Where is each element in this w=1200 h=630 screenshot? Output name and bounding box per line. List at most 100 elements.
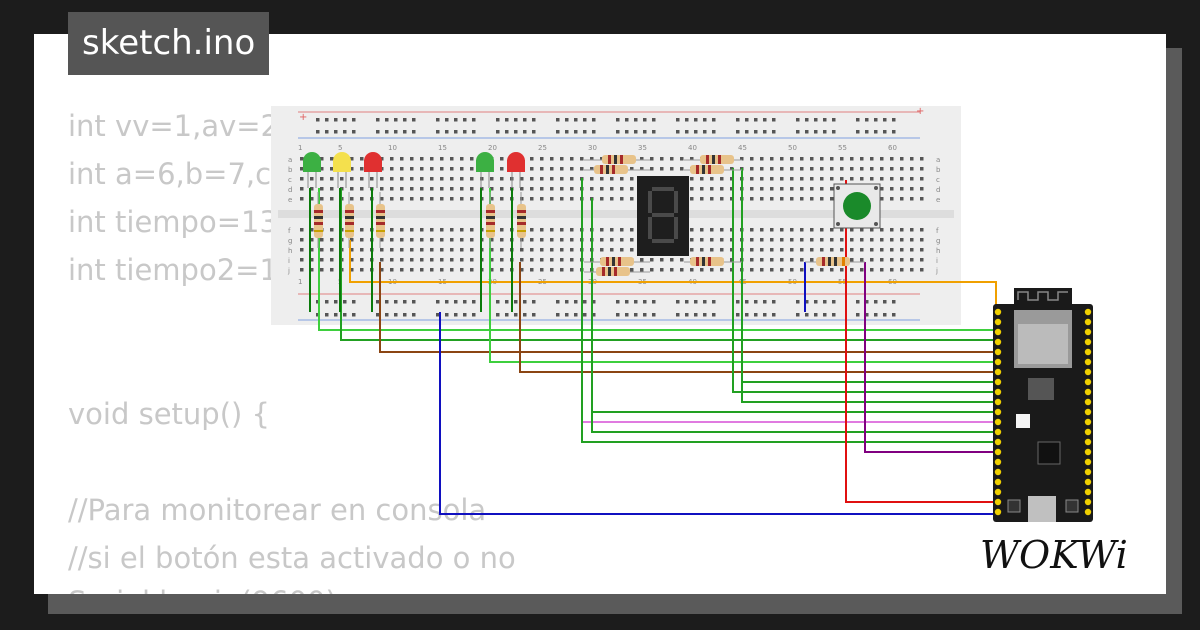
hole [880, 268, 884, 272]
hole [730, 197, 734, 201]
hole [590, 187, 594, 191]
resistor[interactable] [376, 192, 385, 248]
hole [430, 187, 434, 191]
resistor[interactable] [684, 257, 742, 266]
hole [832, 313, 836, 317]
hole [440, 228, 444, 232]
hole [412, 130, 416, 134]
hole [520, 177, 524, 181]
hole [814, 313, 818, 317]
hole [850, 157, 854, 161]
pin [1084, 488, 1092, 496]
hole [520, 268, 524, 272]
pin [994, 508, 1002, 516]
hole [880, 238, 884, 242]
led-green[interactable] [303, 152, 321, 188]
hole [712, 118, 716, 122]
hole [325, 300, 329, 304]
hole [685, 130, 689, 134]
led-green[interactable] [476, 152, 494, 188]
hole [436, 300, 440, 304]
hole [890, 167, 894, 171]
hole [380, 248, 384, 252]
hole [532, 130, 536, 134]
hole [410, 177, 414, 181]
hole [832, 118, 836, 122]
hole [380, 177, 384, 181]
hole [660, 258, 664, 262]
hole [320, 187, 324, 191]
hole [420, 238, 424, 242]
segments [648, 187, 678, 243]
hole [600, 187, 604, 191]
hole [630, 187, 634, 191]
hole [316, 300, 320, 304]
hole [800, 187, 804, 191]
hole [763, 130, 767, 134]
resistor[interactable] [805, 257, 865, 266]
resistor[interactable] [584, 267, 650, 276]
resistor[interactable] [345, 192, 354, 248]
hole [410, 167, 414, 171]
hole [900, 167, 904, 171]
hole [460, 248, 464, 252]
hole [760, 238, 764, 242]
hole [480, 177, 484, 181]
push-button[interactable] [833, 183, 881, 229]
hole [820, 248, 824, 252]
hole [860, 167, 864, 171]
row-label: a [936, 156, 940, 164]
hole [660, 157, 664, 161]
hole [754, 130, 758, 134]
row-label: c [288, 176, 292, 184]
hole [832, 130, 836, 134]
hole [460, 228, 464, 232]
hole [643, 313, 647, 317]
hole [860, 177, 864, 181]
hole [880, 177, 884, 181]
hole [805, 118, 809, 122]
resistor[interactable] [584, 257, 650, 266]
plus-sign: + [916, 106, 924, 117]
hole [570, 177, 574, 181]
hole [350, 238, 354, 242]
plus-sign: + [299, 112, 307, 123]
hole [320, 167, 324, 171]
hole [694, 313, 698, 317]
hole [440, 167, 444, 171]
resistor[interactable] [684, 155, 742, 164]
hole [400, 228, 404, 232]
row-label: d [288, 186, 292, 194]
hole [440, 177, 444, 181]
hole [310, 177, 314, 181]
resistor[interactable] [517, 192, 526, 248]
pin [1084, 308, 1092, 316]
hole [750, 258, 754, 262]
hole [352, 130, 356, 134]
file-tab[interactable]: sketch.ino [68, 12, 270, 75]
hole [685, 313, 689, 317]
hole [450, 177, 454, 181]
led-red[interactable] [507, 152, 525, 188]
hole [763, 118, 767, 122]
hole [690, 187, 694, 191]
hole [856, 313, 860, 317]
hole [900, 268, 904, 272]
hole [883, 313, 887, 317]
resistor[interactable] [314, 192, 323, 248]
resistor[interactable] [684, 165, 742, 174]
resistor[interactable] [584, 155, 650, 164]
hole [620, 187, 624, 191]
resistor[interactable] [486, 192, 495, 248]
led-yellow[interactable] [333, 152, 351, 188]
resistor[interactable] [584, 165, 650, 174]
hole [540, 187, 544, 191]
hole [865, 300, 869, 304]
hole [810, 268, 814, 272]
hole [310, 238, 314, 242]
hole [890, 228, 894, 232]
hole [360, 177, 364, 181]
led-red[interactable] [364, 152, 382, 188]
hole [600, 238, 604, 242]
hole [780, 177, 784, 181]
